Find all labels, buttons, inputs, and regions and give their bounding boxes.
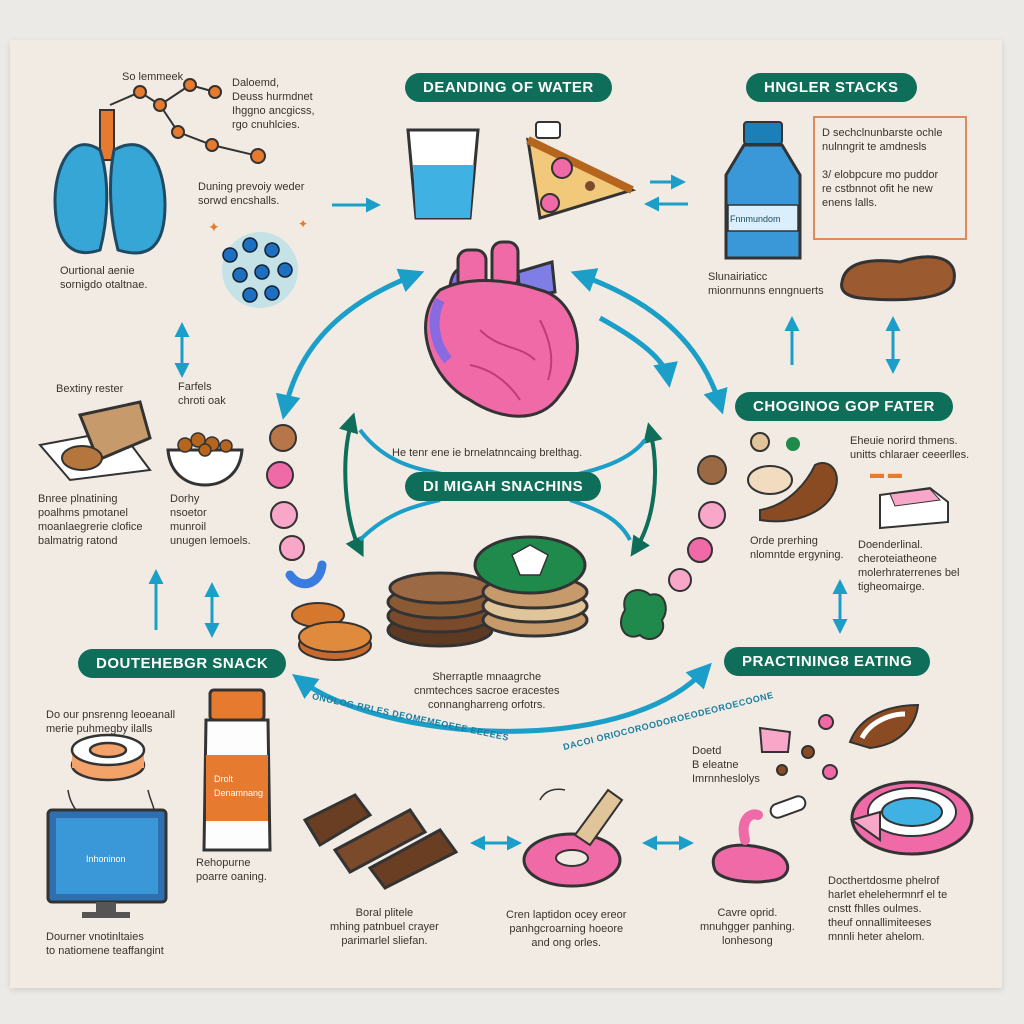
infographic-poster: [10, 40, 1002, 988]
pizza-slice-icon: [526, 121, 637, 220]
right-block-2: Orde prerhing nlomntde ergyning.: [750, 535, 844, 561]
lung-title: So lemmeek: [122, 71, 184, 83]
monitor-label: Inhoninon: [86, 854, 126, 864]
broccoli-icon: [620, 589, 667, 640]
roasted-food-icon: [747, 432, 838, 523]
svg-text:✦: ✦: [208, 219, 220, 235]
bottle-label: Fnnmundom: [730, 214, 781, 224]
right-block-3: Doenderlinal. cheroteiatheone molerhrate…: [858, 539, 960, 593]
title-lower-right: PRACTINING8 EATING: [724, 647, 931, 676]
cycle-arrows: [275, 268, 728, 734]
lower-left-top-text: Do our pnsrenng leoeanall merie puhmegby…: [46, 709, 176, 735]
candy-icon: [758, 703, 920, 780]
donut-icon: [522, 788, 624, 888]
food-bowl-label: Farfels chroti oak: [178, 381, 226, 407]
green-biscuit-icon: [473, 535, 589, 638]
candy-column-right: [668, 455, 727, 592]
title-center: DI MIGAH SNACHINS: [405, 472, 602, 501]
spiral-caption: Cavre oprid. mnuhgger panhing. lonhesong: [700, 907, 795, 947]
bar-caption: Boral plitele mhing patnbuel crayer pari…: [330, 907, 439, 947]
food-left-label: Bextiny rester: [56, 383, 124, 395]
water-bottle-icon: [724, 121, 802, 260]
donut-caption: Cren laptidon ocey ereor panhgcroarning …: [506, 909, 627, 949]
paper-stack-icon: ▬ ▬: [870, 465, 949, 530]
tape-roll-icon: [70, 733, 146, 782]
cookie-stack-icon: [386, 571, 494, 648]
left-block-2: Dorhy nsoetor munroil unugen lemoels.: [170, 493, 251, 547]
title-lower-left: DOUTEHEBGR SNACK: [78, 649, 287, 678]
title-top-center: DEANDING OF WATER: [405, 73, 612, 102]
right-bottom-left-text: Doetd B eleatne Imrnnheslolys: [692, 745, 760, 785]
pill-bottle-icon: [202, 688, 272, 852]
right-block-1: Eheuie norird thmens. unitts chlaraer ce…: [850, 435, 970, 461]
water-glass-icon: [406, 128, 480, 220]
svg-text:✦: ✦: [298, 217, 308, 231]
left-block: Bnree plnatining poalhms pmotanel moanla…: [38, 493, 143, 547]
right-info-box-text: D sechclnunbarste ochle nulnngrit te amd…: [822, 127, 943, 209]
chocolate-bar-icon: [302, 793, 459, 890]
pill-bottle-label: Drolt Denamnang: [214, 774, 264, 798]
small-arrows: [148, 174, 901, 851]
heart-icon: [424, 240, 579, 418]
sandwich-icon: [38, 400, 152, 482]
orange-cookies-icon: [291, 602, 372, 661]
title-middle-right: CHOGINOG GOP FATER: [735, 392, 953, 421]
bread-roll-icon: [840, 255, 956, 302]
mid-lung-note: Duning prevoiy weder sorwd encshalls.: [198, 181, 305, 207]
lung-caption: Ourtional aenie sornigdo otaltnae.: [60, 265, 148, 291]
bagel-icon: [849, 780, 974, 856]
right-mid-text: Slunairiaticc mionrnunns enngnuerts: [708, 271, 824, 297]
center-bottom-text: Sherraptle mnaagrche cnmtechces sacroe e…: [414, 671, 560, 711]
lungs-icon: [53, 109, 167, 255]
bowl-of-nuts-icon: [166, 432, 244, 487]
heart-caption: He tenr ene ie brnelatnncaing brelthag.: [392, 447, 583, 459]
title-top-right: HNGLER STACKS: [746, 73, 917, 102]
right-bottom-block: Docthertdosme phelrof harlet ehelehermnr…: [828, 875, 948, 943]
molecule-chain-icon: [109, 78, 266, 164]
svg-text:▬ ▬: ▬ ▬: [870, 465, 902, 481]
molecule-icon: ✦ ✦: [208, 217, 308, 308]
top-left-note: Daloemd, Deuss hurmdnet Ihggno ancgicss,…: [232, 77, 315, 131]
info-box-frame: [813, 116, 967, 240]
monitor-icon: [46, 808, 168, 918]
pink-spiral-icon: [711, 795, 807, 884]
bottle-caption: Rehopurne poarre oaning.: [196, 857, 267, 883]
lower-left-bottom-text: Dourner vnotinltaies to natiomene teaffa…: [46, 931, 164, 957]
candy-column: [266, 424, 327, 589]
